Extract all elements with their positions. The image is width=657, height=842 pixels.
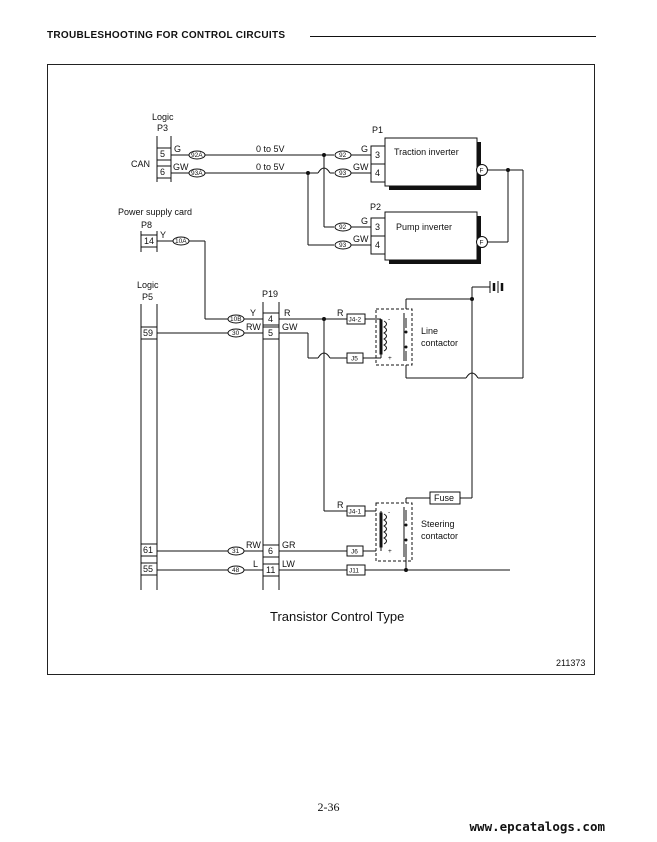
watermark: www.epcatalogs.com [469, 819, 605, 834]
svg-text:61: 61 [143, 545, 153, 555]
svg-text:L: L [253, 559, 258, 569]
terminal-j4-1: J4-1 [349, 509, 362, 516]
svg-text:G: G [174, 144, 181, 154]
traction-inverter-label: Traction inverter [394, 147, 459, 157]
svg-text:93: 93 [339, 242, 347, 249]
pump-inverter-label: Pump inverter [396, 222, 452, 232]
steering-contactor: - + Steering contactor [363, 498, 458, 570]
svg-text:4: 4 [375, 240, 380, 250]
svg-text:Y: Y [160, 230, 166, 240]
page-header: TROUBLESHOOTING FOR CONTROL CIRCUITS [47, 30, 286, 41]
svg-text:30: 30 [232, 330, 240, 337]
svg-text:GW: GW [353, 162, 369, 172]
svg-text:4: 4 [268, 314, 273, 324]
svg-text:5: 5 [268, 328, 273, 338]
fuse-label: Fuse [434, 493, 454, 503]
svg-text:F: F [480, 240, 484, 247]
svg-text:-: - [388, 316, 390, 323]
svg-text:48: 48 [232, 567, 240, 574]
svg-text:+: + [388, 548, 392, 555]
traction-inverter-box [384, 137, 478, 187]
svg-text:RW: RW [246, 540, 261, 550]
steering-contactor-label-1: Steering [421, 519, 455, 529]
terminal-j4-2: J4-2 [349, 317, 362, 324]
figure-number: 211373 [556, 658, 585, 668]
svg-text:R: R [284, 308, 291, 318]
line-contactor-label-1: Line [421, 326, 438, 336]
svg-text:GW: GW [282, 322, 298, 332]
svg-text:11: 11 [266, 565, 275, 575]
svg-text:55: 55 [143, 564, 153, 574]
p3-label: P3 [157, 123, 168, 133]
svg-text:3: 3 [375, 150, 380, 160]
svg-text:92: 92 [339, 224, 347, 231]
diagram-caption: Transistor Control Type [270, 609, 404, 624]
svg-text:10A: 10A [175, 238, 187, 245]
connector-p8: Power supply card P8 14 [118, 207, 192, 252]
svg-text:14: 14 [144, 236, 154, 246]
svg-text:6: 6 [268, 546, 273, 556]
can-label: CAN [131, 159, 150, 169]
svg-text:92: 92 [339, 152, 347, 159]
p2-label: P2 [370, 202, 381, 212]
svg-text:LW: LW [282, 559, 295, 569]
line-contactor: - + Line contactor [363, 308, 458, 366]
p19-label: P19 [262, 289, 278, 299]
p3-pin-5: 5 [160, 149, 165, 159]
svg-text:3: 3 [375, 222, 380, 232]
terminal-j5: J5 [351, 356, 358, 363]
power-supply-card-label: Power supply card [118, 207, 192, 217]
svg-text:92A: 92A [191, 152, 203, 159]
connector-logic-p3: Logic P3 5 6 CAN [131, 112, 174, 182]
svg-text:GR: GR [282, 540, 296, 550]
svg-text:59: 59 [143, 328, 153, 338]
line-contactor-label-2: contactor [421, 338, 458, 348]
connector-p1: 3 4 [370, 145, 386, 183]
svg-text:R: R [337, 308, 344, 318]
terminal-j6: J6 [351, 549, 358, 556]
header-rule [310, 36, 596, 37]
logic-p3-label: Logic [152, 112, 174, 122]
terminal-j11: J11 [349, 568, 359, 575]
battery-icon [484, 281, 504, 293]
svg-text:Y: Y [250, 308, 256, 318]
steering-contactor-label-2: contactor [421, 531, 458, 541]
pump-inverter-box [384, 211, 478, 261]
page-number: 2-36 [317, 800, 340, 814]
diagram-frame [47, 64, 595, 675]
svg-text:0 to 5V: 0 to 5V [256, 144, 285, 154]
fuse: Fuse [406, 378, 473, 505]
svg-text:RW: RW [246, 322, 261, 332]
connector-p19: P19 4 5 6 11 [262, 289, 280, 590]
connector-p2: 3 4 [370, 217, 386, 255]
svg-text:GW: GW [353, 234, 369, 244]
svg-text:4: 4 [375, 168, 380, 178]
svg-text:GW: GW [173, 162, 189, 172]
svg-text:F: F [480, 168, 484, 175]
svg-text:10B: 10B [230, 316, 242, 323]
p3-pin-6: 6 [160, 167, 165, 177]
p1-label: P1 [372, 125, 383, 135]
p8-label: P8 [141, 220, 152, 230]
svg-text:93A: 93A [191, 170, 203, 177]
svg-text:0 to 5V: 0 to 5V [256, 162, 285, 172]
svg-text:93: 93 [339, 170, 347, 177]
svg-text:+: + [388, 355, 392, 362]
logic-p5-label: Logic [137, 280, 159, 290]
svg-text:R: R [337, 500, 344, 510]
svg-text:31: 31 [232, 548, 240, 555]
svg-text:-: - [388, 509, 390, 516]
p5-label: P5 [142, 292, 153, 302]
connector-logic-p5: Logic P5 59 61 55 [137, 280, 159, 590]
svg-text:G: G [361, 216, 368, 226]
svg-text:G: G [361, 144, 368, 154]
